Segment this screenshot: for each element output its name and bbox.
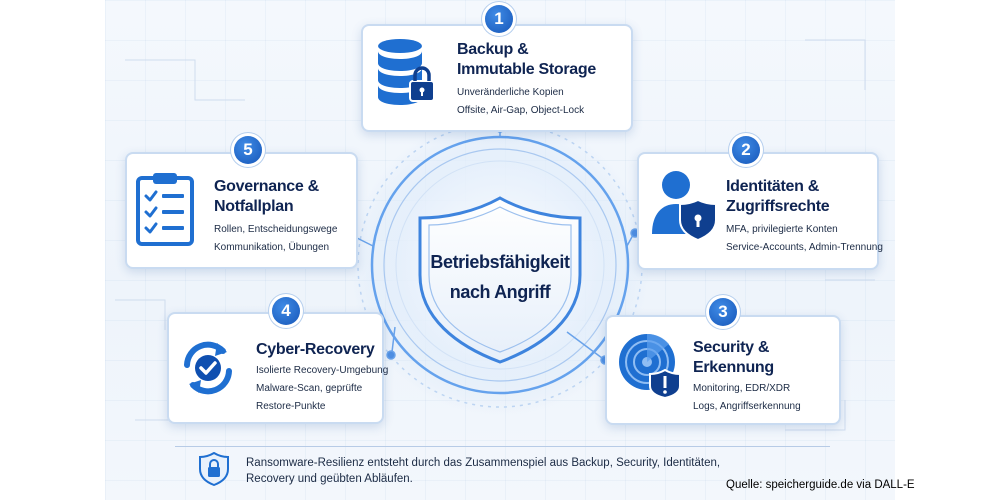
card-recovery-desc-line1: Isolierte Recovery-Umgebung (256, 365, 389, 376)
card-security-title: Security & Erkennung (693, 338, 774, 378)
card-governance-title-line1: Governance & (214, 178, 319, 195)
badge-2: 2 (732, 136, 760, 164)
card-governance-desc: Rollen, Entscheidungswege Kommunikation,… (214, 221, 337, 257)
card-recovery-title: Cyber-Recovery (256, 340, 375, 360)
center-label-line1: Betriebsfähigkeit (430, 252, 570, 272)
card-identities-desc: MFA, privilegierte Konten Service-Accoun… (726, 221, 883, 257)
circuit-traces (115, 39, 875, 431)
card-security-desc-line1: Monitoring, EDR/XDR (693, 383, 791, 394)
card-recovery-desc-line3: Restore-Punkte (256, 401, 326, 412)
connector-node-4 (386, 350, 396, 360)
checklist-clipboard-icon (136, 173, 194, 246)
card-recovery-desc: Isolierte Recovery-Umgebung Malware-Scan… (256, 362, 388, 416)
card-backup-title-line2: Immutable Storage (457, 61, 596, 78)
card-identities-desc-line2: Service-Accounts, Admin-Trennung (726, 242, 883, 253)
card-backup-title: Backup & Immutable Storage (457, 40, 596, 80)
card-governance-title: Governance & Notfallplan (214, 177, 319, 217)
badge-1: 1 (485, 5, 513, 33)
recovery-check-icon (184, 341, 232, 395)
card-security-title-line2: Erkennung (693, 359, 774, 376)
inner-ring (383, 148, 617, 382)
card-security-desc: Monitoring, EDR/XDR Logs, Angriffserkenn… (693, 380, 801, 416)
card-recovery-desc-line2: Malware-Scan, geprüfte (256, 383, 363, 394)
user-shield-icon (652, 171, 717, 240)
card-backup-desc-line1: Unveränderliche Kopien (457, 87, 564, 98)
center-shield-inner (428, 206, 572, 353)
card-governance-desc-line1: Rollen, Entscheidungswege (214, 224, 338, 235)
database-lock-icon (378, 39, 435, 105)
center-label-line2: nach Angriff (449, 282, 551, 302)
inner-ring-thin (395, 160, 605, 370)
radar-alert-icon (619, 333, 681, 398)
card-identities-title: Identitäten & Zugriffsrechte (726, 177, 830, 217)
shield-lock-icon (199, 452, 229, 486)
card-security-desc-line2: Logs, Angriffserkennung (693, 401, 801, 412)
image-credit: Quelle: speicherguide.de via DALL-E (726, 479, 915, 491)
footer-text: Ransomware-Resilienz entsteht durch das … (246, 455, 766, 487)
card-security-title-line1: Security & (693, 339, 770, 356)
card-backup-desc-line2: Offsite, Air-Gap, Object-Lock (457, 105, 585, 116)
center-shield-icon (418, 196, 582, 364)
card-backup-title-line1: Backup & (457, 41, 529, 58)
card-identities-desc-line1: MFA, privilegierte Konten (726, 224, 838, 235)
card-governance-title-line2: Notfallplan (214, 198, 294, 215)
card-backup-desc: Unveränderliche Kopien Offsite, Air-Gap,… (457, 84, 584, 120)
badge-5: 5 (234, 136, 262, 164)
card-identities-title-line2: Zugriffsrechte (726, 198, 830, 215)
card-recovery-title-line1: Cyber-Recovery (256, 341, 375, 358)
center-label: Betriebsfähigkeit nach Angriff (420, 247, 580, 307)
badge-3: 3 (709, 298, 737, 326)
badge-4: 4 (272, 297, 300, 325)
card-governance-desc-line2: Kommunikation, Übungen (214, 242, 330, 253)
footer-divider (175, 446, 830, 447)
card-identities-title-line1: Identitäten & (726, 178, 819, 195)
footer-text-line1: Ransomware-Resilienz entsteht durch das … (246, 457, 721, 469)
footer-text-line2: Recovery und geübten Abläufen. (246, 473, 413, 485)
